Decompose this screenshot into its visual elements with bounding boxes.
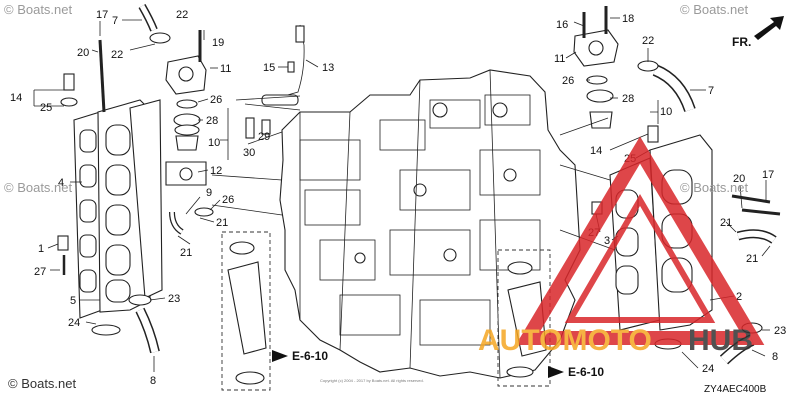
callout-11r: 11 — [554, 53, 565, 65]
right-exhaust-manifold — [573, 6, 781, 365]
callout-8r: 8 — [772, 351, 778, 363]
engine-block — [279, 69, 581, 379]
callout-22: 22 — [176, 9, 188, 21]
callout-28r: 28 — [622, 93, 634, 105]
callout-26b: 26 — [222, 194, 234, 206]
callout-21b: 21 — [180, 247, 192, 259]
logo-triangle-icon — [515, 136, 765, 345]
callout-14r: 14 — [590, 145, 602, 157]
callout-29: 29 — [258, 131, 270, 143]
reference-label-left: E-6-10 — [292, 349, 328, 363]
direction-arrow-icon — [754, 16, 784, 40]
callout-26: 26 — [210, 94, 222, 106]
callout-21r: 21 — [720, 217, 732, 229]
left-exhaust-manifold — [57, 4, 305, 354]
callout-28: 28 — [206, 115, 218, 127]
callout-17: 17 — [96, 9, 108, 21]
callout-24: 24 — [68, 317, 80, 329]
callout-27: 27 — [34, 266, 46, 278]
watermarks: © Boats.net © Boats.net © Boats.net © Bo… — [4, 2, 749, 391]
automotohub-logo: AUTOMOTO HUB — [478, 136, 765, 357]
callout-18: 18 — [622, 13, 634, 25]
callout-26r: 26 — [562, 75, 574, 87]
callout-3: 3 — [604, 235, 610, 247]
callouts: 17 7 22 22 20 19 11 15 13 14 25 26 28 10… — [10, 9, 786, 387]
copyright-line: Copyright (c) 2004 - 2017 by Boats.net. … — [320, 378, 424, 383]
callout-21: 21 — [216, 217, 228, 229]
callout-1: 1 — [38, 243, 44, 255]
callout-12: 12 — [210, 165, 222, 177]
dashed-box-left — [221, 231, 271, 391]
callout-7: 7 — [112, 15, 118, 27]
callout-10r: 10 — [660, 106, 672, 118]
diagram-code: ZY4AEC400B — [704, 384, 767, 395]
callout-17r: 17 — [762, 169, 774, 181]
direction-indicator: FR. — [732, 16, 784, 49]
callout-19: 19 — [212, 37, 224, 49]
callout-23: 23 — [168, 293, 180, 305]
callout-13: 13 — [322, 62, 334, 74]
callout-25: 25 — [40, 102, 52, 114]
callout-9: 9 — [206, 187, 212, 199]
callout-21r2: 21 — [746, 253, 758, 265]
callout-20: 20 — [77, 47, 89, 59]
callout-15: 15 — [263, 62, 275, 74]
watermark-mid-left: © Boats.net — [4, 180, 73, 195]
callout-11: 11 — [220, 63, 231, 75]
callout-20r: 20 — [733, 173, 745, 185]
callout-10: 10 — [208, 137, 220, 149]
watermark-mid-right: © Boats.net — [680, 180, 749, 195]
watermark-top-right: © Boats.net — [680, 2, 749, 17]
callout-8: 8 — [150, 375, 156, 387]
reference-right: E-6-10 — [548, 365, 604, 379]
callout-5: 5 — [70, 295, 76, 307]
callout-7r: 7 — [708, 85, 714, 97]
callout-30: 30 — [243, 147, 255, 159]
callout-24r: 24 — [702, 363, 714, 375]
callout-23r: 23 — [774, 325, 786, 337]
reference-label-right: E-6-10 — [568, 365, 604, 379]
reference-left: E-6-10 — [272, 349, 328, 363]
callout-14: 14 — [10, 92, 22, 104]
logo-text-orange: AUTOMOTO — [478, 324, 652, 357]
callout-16: 16 — [556, 19, 568, 31]
callout-2: 2 — [736, 291, 742, 303]
watermark-bottom-left: © Boats.net — [8, 376, 77, 391]
callout-22b: 22 — [111, 49, 123, 61]
logo-text-dark: HUB — [688, 324, 753, 357]
direction-label: FR. — [732, 35, 751, 49]
callout-4: 4 — [58, 177, 64, 189]
watermark-top-left: © Boats.net — [4, 2, 73, 17]
callout-22r: 22 — [642, 35, 654, 47]
